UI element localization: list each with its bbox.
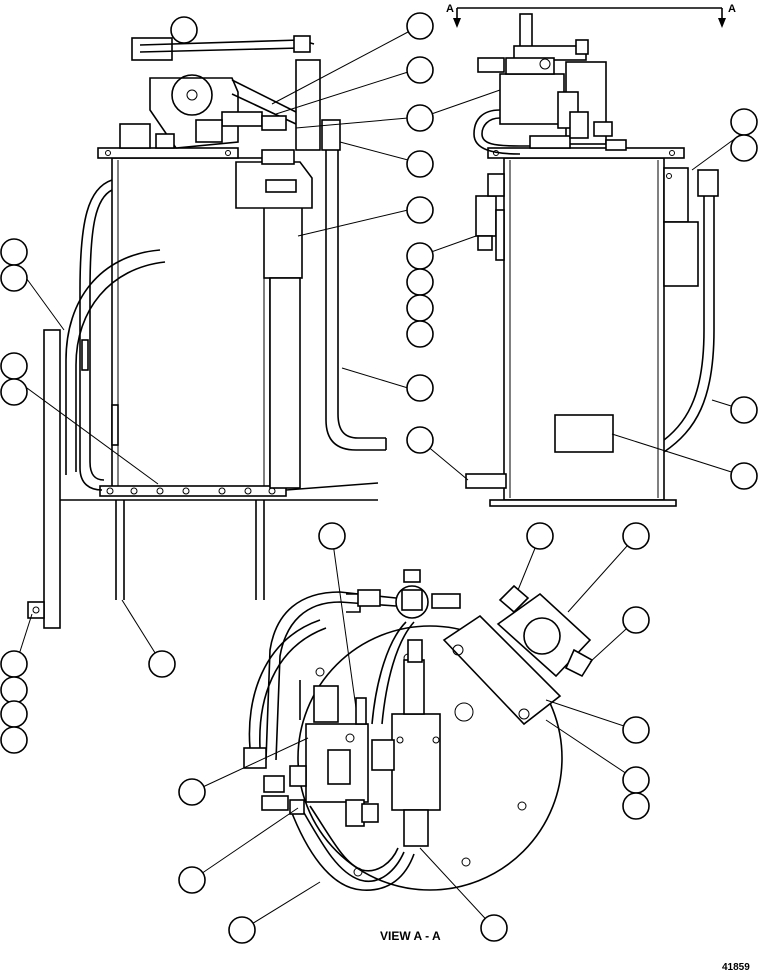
filter-canister: [263, 199, 303, 279]
pump-block: [499, 73, 565, 125]
callout-bubble: [406, 104, 434, 132]
callout-bubble: [406, 426, 434, 454]
callout-bubble: [730, 134, 758, 162]
callout-bubble: [622, 792, 650, 820]
accumulator: [295, 59, 321, 151]
callout-bubble: [730, 108, 758, 136]
callout-bubble: [178, 778, 206, 806]
callout-bubble: [622, 606, 650, 634]
section-marker-left: A: [446, 3, 454, 15]
tank-top-circle: [297, 625, 563, 891]
callout-bubble: [406, 242, 434, 270]
callout-bubble: [406, 196, 434, 224]
callout-bubble: [406, 294, 434, 322]
callout-bubble: [406, 150, 434, 178]
valve-block-right: [391, 713, 441, 811]
callout-bubble: [318, 522, 346, 550]
callout-bubble: [730, 462, 758, 490]
callout-bubbles: [0, 12, 758, 944]
callout-bubble: [406, 12, 434, 40]
callout-bubble: [0, 352, 28, 380]
callout-bubble: [622, 766, 650, 794]
callout-bubble: [0, 264, 28, 292]
figure-number: 41859: [722, 962, 750, 973]
callout-bubble: [406, 268, 434, 296]
callout-bubble: [526, 522, 554, 550]
reservoir-tank: [111, 157, 271, 489]
tank-bottom-plate: [99, 485, 287, 497]
swivel-fitting: [395, 585, 429, 619]
view-label: VIEW A - A: [380, 929, 441, 943]
callout-bubble: [406, 56, 434, 84]
callout-bubble: [622, 716, 650, 744]
callout-bubble: [0, 700, 28, 728]
callout-bubble: [228, 916, 256, 944]
callout-bubble: [0, 238, 28, 266]
manifold-plate: [442, 614, 562, 726]
left-side-view: [27, 35, 387, 629]
callout-bubble: [170, 16, 198, 44]
callout-bubble: [0, 650, 28, 678]
section-marker-right: A: [728, 3, 736, 15]
callout-bubble: [0, 726, 28, 754]
callout-bubble: [730, 396, 758, 424]
callout-bubble: [622, 522, 650, 550]
callout-bubble: [406, 320, 434, 348]
mounting-bracket: [43, 329, 61, 629]
callout-bubble: [406, 374, 434, 402]
label-decal: [554, 414, 614, 453]
callout-bubble: [178, 866, 206, 894]
right-front-view: A A: [446, 3, 736, 507]
tank-top-plate: [97, 147, 239, 159]
callout-bubble: [480, 914, 508, 942]
view-a-a: VIEW A - A: [243, 569, 594, 943]
callout-bubble: [0, 378, 28, 406]
callout-bubble: [0, 676, 28, 704]
callout-bubble: [148, 650, 176, 678]
